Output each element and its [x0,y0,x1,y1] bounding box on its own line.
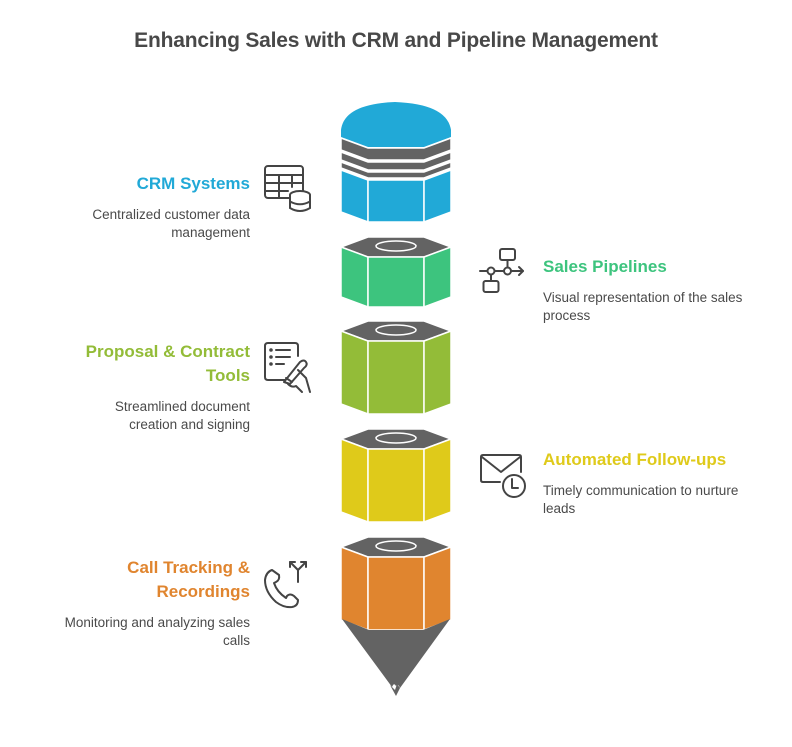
block-crm-face-right [423,168,452,224]
block-proposal-face-left [340,329,369,416]
block-followups [338,428,454,524]
block-calls-face-left [340,545,369,632]
block-crm-top [341,102,451,147]
pencil-tip-point [390,684,400,696]
block-pipelines-hole [375,240,417,252]
block-pipelines-face-left [340,245,369,309]
block-calls-hole [375,540,417,552]
item-calls-description: Monitoring and analyzing sales calls [64,615,250,648]
block-proposal-face-front [367,340,425,415]
document-signing-icon [262,340,316,396]
block-proposal [338,320,454,416]
block-proposal-face-right [423,329,452,416]
item-pipelines: Sales Pipelines Visual representation of… [543,255,763,325]
item-pipelines-description: Visual representation of the sales proce… [543,290,743,323]
block-followups-face-right [423,437,452,524]
block-crm-band-2 [340,150,452,171]
flow-pipeline-icon [478,246,530,298]
item-proposal: Proposal & Contract Tools Streamlined do… [40,340,250,434]
pencil-tip [342,619,450,696]
block-crm-band-3 [340,160,452,179]
phone-split-icon [262,558,316,612]
table-database-icon [262,163,314,215]
diagram-title: Enhancing Sales with CRM and Pipeline Ma… [134,29,658,52]
item-followups-title: Automated Follow-ups [543,450,727,469]
block-followups-face-left [340,437,369,524]
block-crm-face-left [340,168,369,224]
item-proposal-description: Streamlined document creation and signin… [114,399,250,432]
block-calls [338,536,454,632]
block-calls-face-right [423,545,452,632]
item-crm-title: CRM Systems [136,174,250,193]
block-pipelines-face-front [367,256,425,308]
block-followups-face-front [367,448,425,523]
block-pipelines [338,236,454,309]
item-calls: Call Tracking & Recordings Monitoring an… [40,556,250,650]
block-followups-hole [375,432,417,444]
block-crm-band-1 [340,136,452,161]
item-crm-description: Centralized customer data management [92,207,250,240]
item-calls-title: Call Tracking & Recordings [127,558,250,601]
block-proposal-hole [375,324,417,336]
pencil-tip-cone [342,619,450,688]
item-followups: Automated Follow-ups Timely communicatio… [543,448,763,518]
mail-clock-icon [478,452,532,502]
block-crm-face-front [367,179,425,223]
item-proposal-title: Proposal & Contract Tools [85,342,250,385]
block-calls-face-front [367,556,425,631]
item-crm: CRM Systems Centralized customer data ma… [40,172,250,242]
block-crm [340,102,452,224]
block-pipelines-face-right [423,245,452,309]
item-pipelines-title: Sales Pipelines [543,257,667,276]
item-followups-description: Timely communication to nurture leads [543,483,739,516]
